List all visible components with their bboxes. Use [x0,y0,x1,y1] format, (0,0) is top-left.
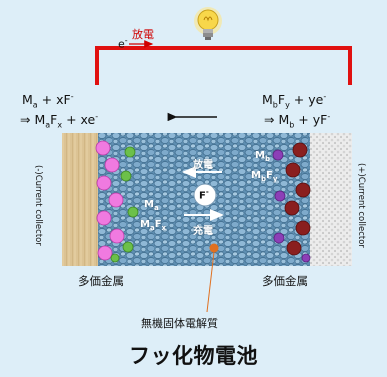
positive-current-collector [310,133,352,266]
positive-collector-label: (+)Current collector [356,162,366,248]
negative-collector-label: (-)Current collector [33,164,43,246]
cell-charge-label: 充電 [193,226,213,237]
negative-electrode-particles [95,140,139,263]
diagram-title: フッ化物電池 [129,344,258,368]
electron-label: e- [118,36,128,51]
negative-current-collector [62,133,98,266]
right-reaction-line2: ⇒ Mb + yF- [264,112,331,130]
discharge-caption-top: 放電 [132,28,154,41]
ma-label: Ma [144,199,159,212]
maf-label: MaFx [140,219,167,232]
left-reaction-line1: Ma + xF- [22,92,74,110]
cell-discharge-label: 放電 [193,160,213,171]
external-wire [95,46,352,85]
light-bulb-icon [194,7,222,40]
fluoride-ion [193,183,217,207]
electrolyte-marker [209,243,219,253]
electrolyte-leader-line [206,251,215,313]
mb-label: Mb [255,150,270,163]
right-reaction-line1: MbFy + ye- [262,92,327,110]
left-reaction-line2: ⇒ MaFx + xe- [20,112,99,130]
positive-electrode-particles [272,142,311,263]
electrolyte-label: 無機固体電解質 [141,317,218,330]
positive-metal-label: 多価金属 [262,274,308,288]
fluoride-ion-label: F- [199,188,209,202]
negative-metal-label: 多価金属 [78,274,124,288]
mbf-label: MbFy [251,170,278,183]
